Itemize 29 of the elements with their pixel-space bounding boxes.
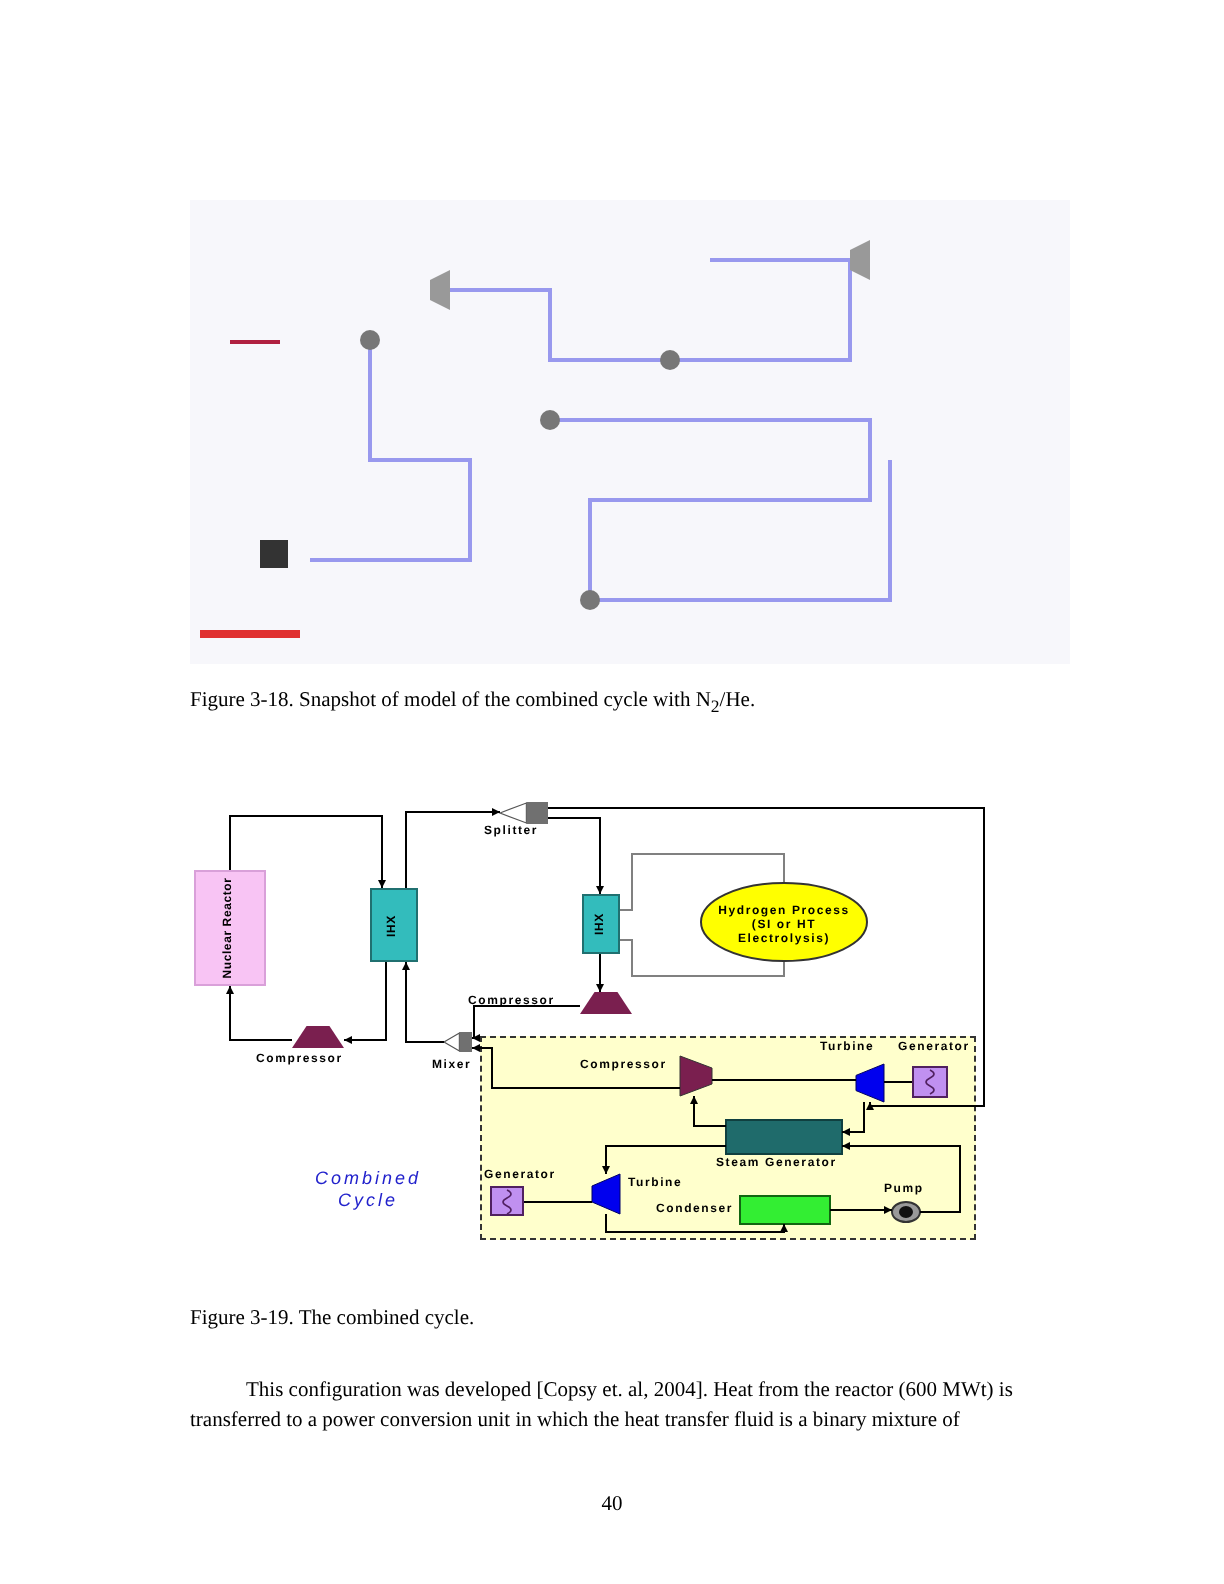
flow-arrow — [471, 1005, 581, 1042]
region-title: Combined Cycle — [312, 1168, 424, 1212]
connector-line — [711, 1079, 857, 1081]
flow-arrow — [471, 1044, 681, 1089]
flow-arrow — [229, 815, 386, 889]
flow-arrow — [596, 953, 604, 993]
flow-arrow — [402, 961, 445, 1043]
flow-arrow — [605, 1213, 788, 1233]
connector-line — [619, 939, 785, 977]
connector-line — [883, 1081, 913, 1083]
flow-arrow — [547, 817, 604, 895]
figure-caption: Figure 3-19. The combined cycle. — [190, 1306, 477, 1334]
heat-exchanger-box — [582, 894, 620, 954]
flow-arrow — [405, 808, 501, 889]
flow-arrow — [690, 1095, 727, 1127]
connector-line — [523, 1201, 593, 1203]
flow-arrow — [602, 1145, 727, 1175]
flow-arrow — [841, 1101, 865, 1136]
flow-arrow — [829, 1206, 893, 1214]
heat-exchanger-box — [370, 888, 418, 962]
body-paragraph: This configuration was developed [Copsy et. al, 2004]. Heat from the reactor (600 MWt) is transferred to a power conversion unit in which the heat transfer fluid is a binary mixture of — [190, 1378, 1015, 1436]
reactor-box — [194, 870, 266, 986]
flow-arrow — [547, 807, 985, 1110]
page-number: 40 — [599, 1492, 625, 1520]
flow-arrow — [343, 961, 387, 1044]
figure-caption: Figure 3-18. Snapshot of model of the combined cycle with N$_{2}$/He. — [190, 688, 758, 721]
flow-arrow — [841, 1142, 961, 1213]
flow-arrow — [226, 985, 293, 1041]
connector-line — [619, 853, 785, 911]
